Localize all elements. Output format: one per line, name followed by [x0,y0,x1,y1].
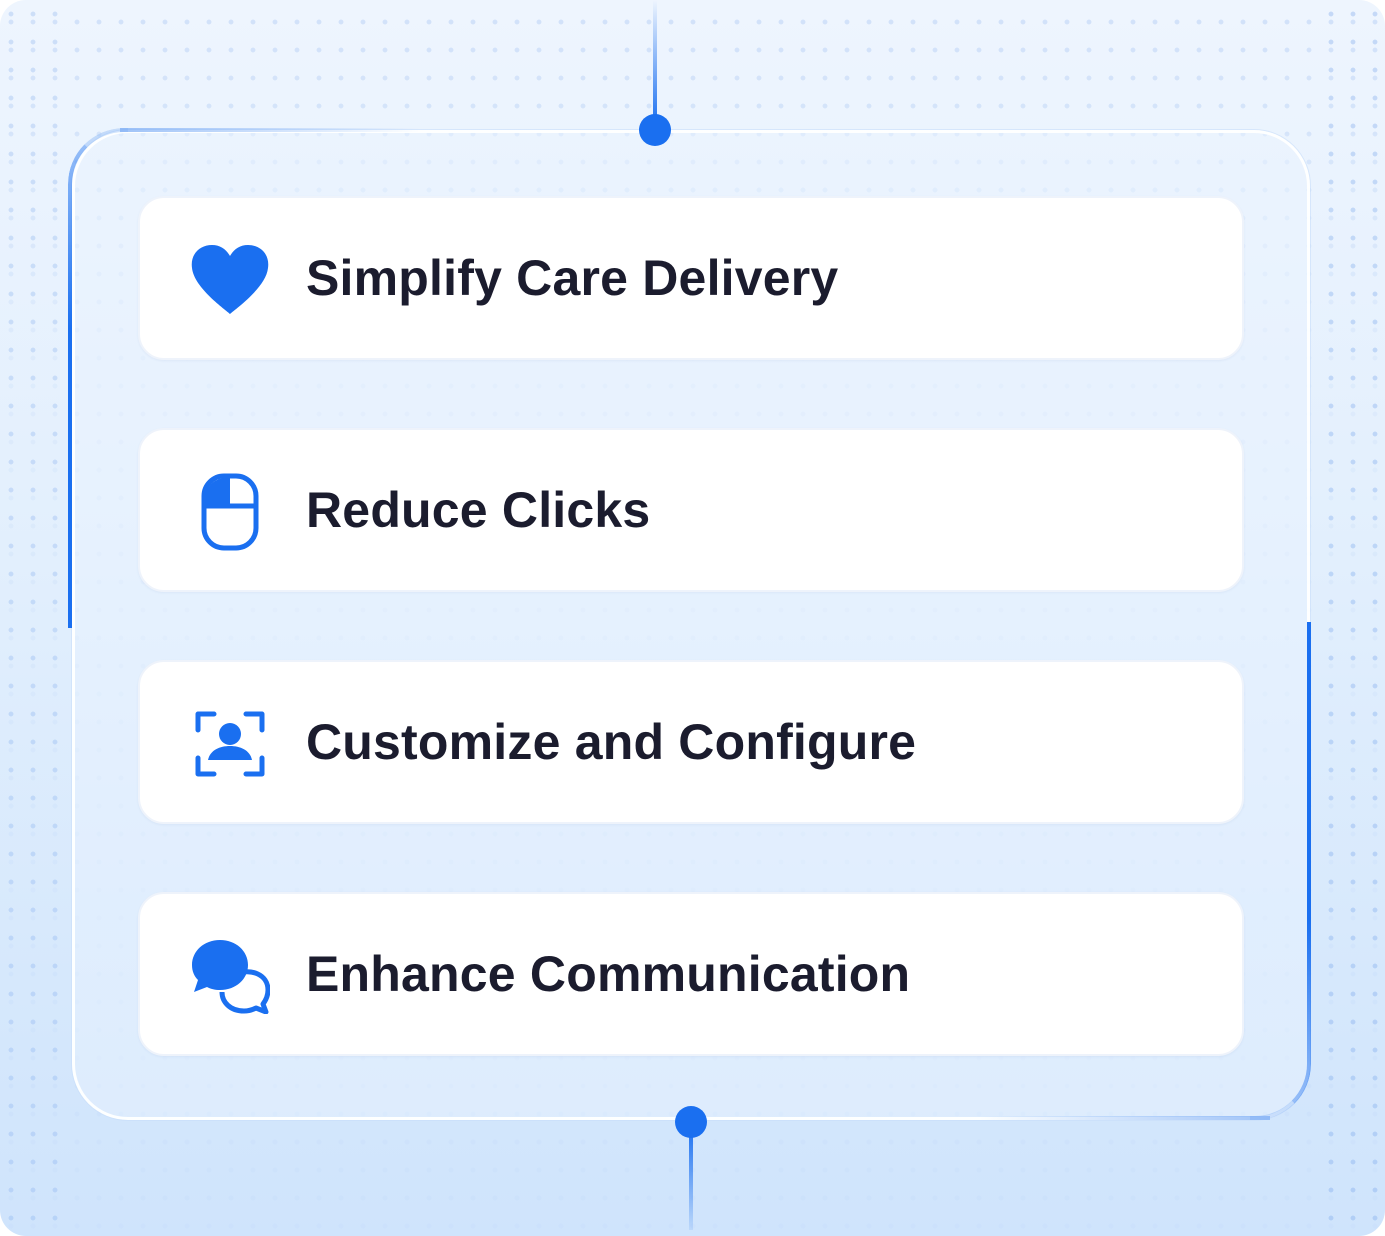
feature-card-enhance-communication: Enhance Communication [138,892,1244,1056]
dot-grid-left [0,0,68,1236]
chat-bubbles-icon [188,936,272,1016]
bottom-connector-dot [675,1106,707,1138]
top-connector-dot [639,114,671,146]
top-connector-line [653,0,657,126]
frame-accent-top [120,128,420,132]
heart-icon [188,240,272,320]
feature-label: Simplify Care Delivery [306,250,839,306]
frame-accent-left [68,128,128,628]
feature-card-simplify-care-delivery: Simplify Care Delivery [138,196,1244,360]
feature-label: Reduce Clicks [306,482,651,538]
feature-card-reduce-clicks: Reduce Clicks [138,428,1244,592]
mouse-icon [188,472,272,552]
feature-card-customize-and-configure: Customize and Configure [138,660,1244,824]
dot-grid-right [1320,0,1385,1236]
frame-accent-bottom [980,1116,1270,1120]
user-focus-icon [188,704,272,784]
bottom-connector-line [689,1126,693,1230]
feature-label: Enhance Communication [306,946,911,1002]
frame-accent-right [1250,622,1311,1120]
feature-label: Customize and Configure [306,714,917,770]
